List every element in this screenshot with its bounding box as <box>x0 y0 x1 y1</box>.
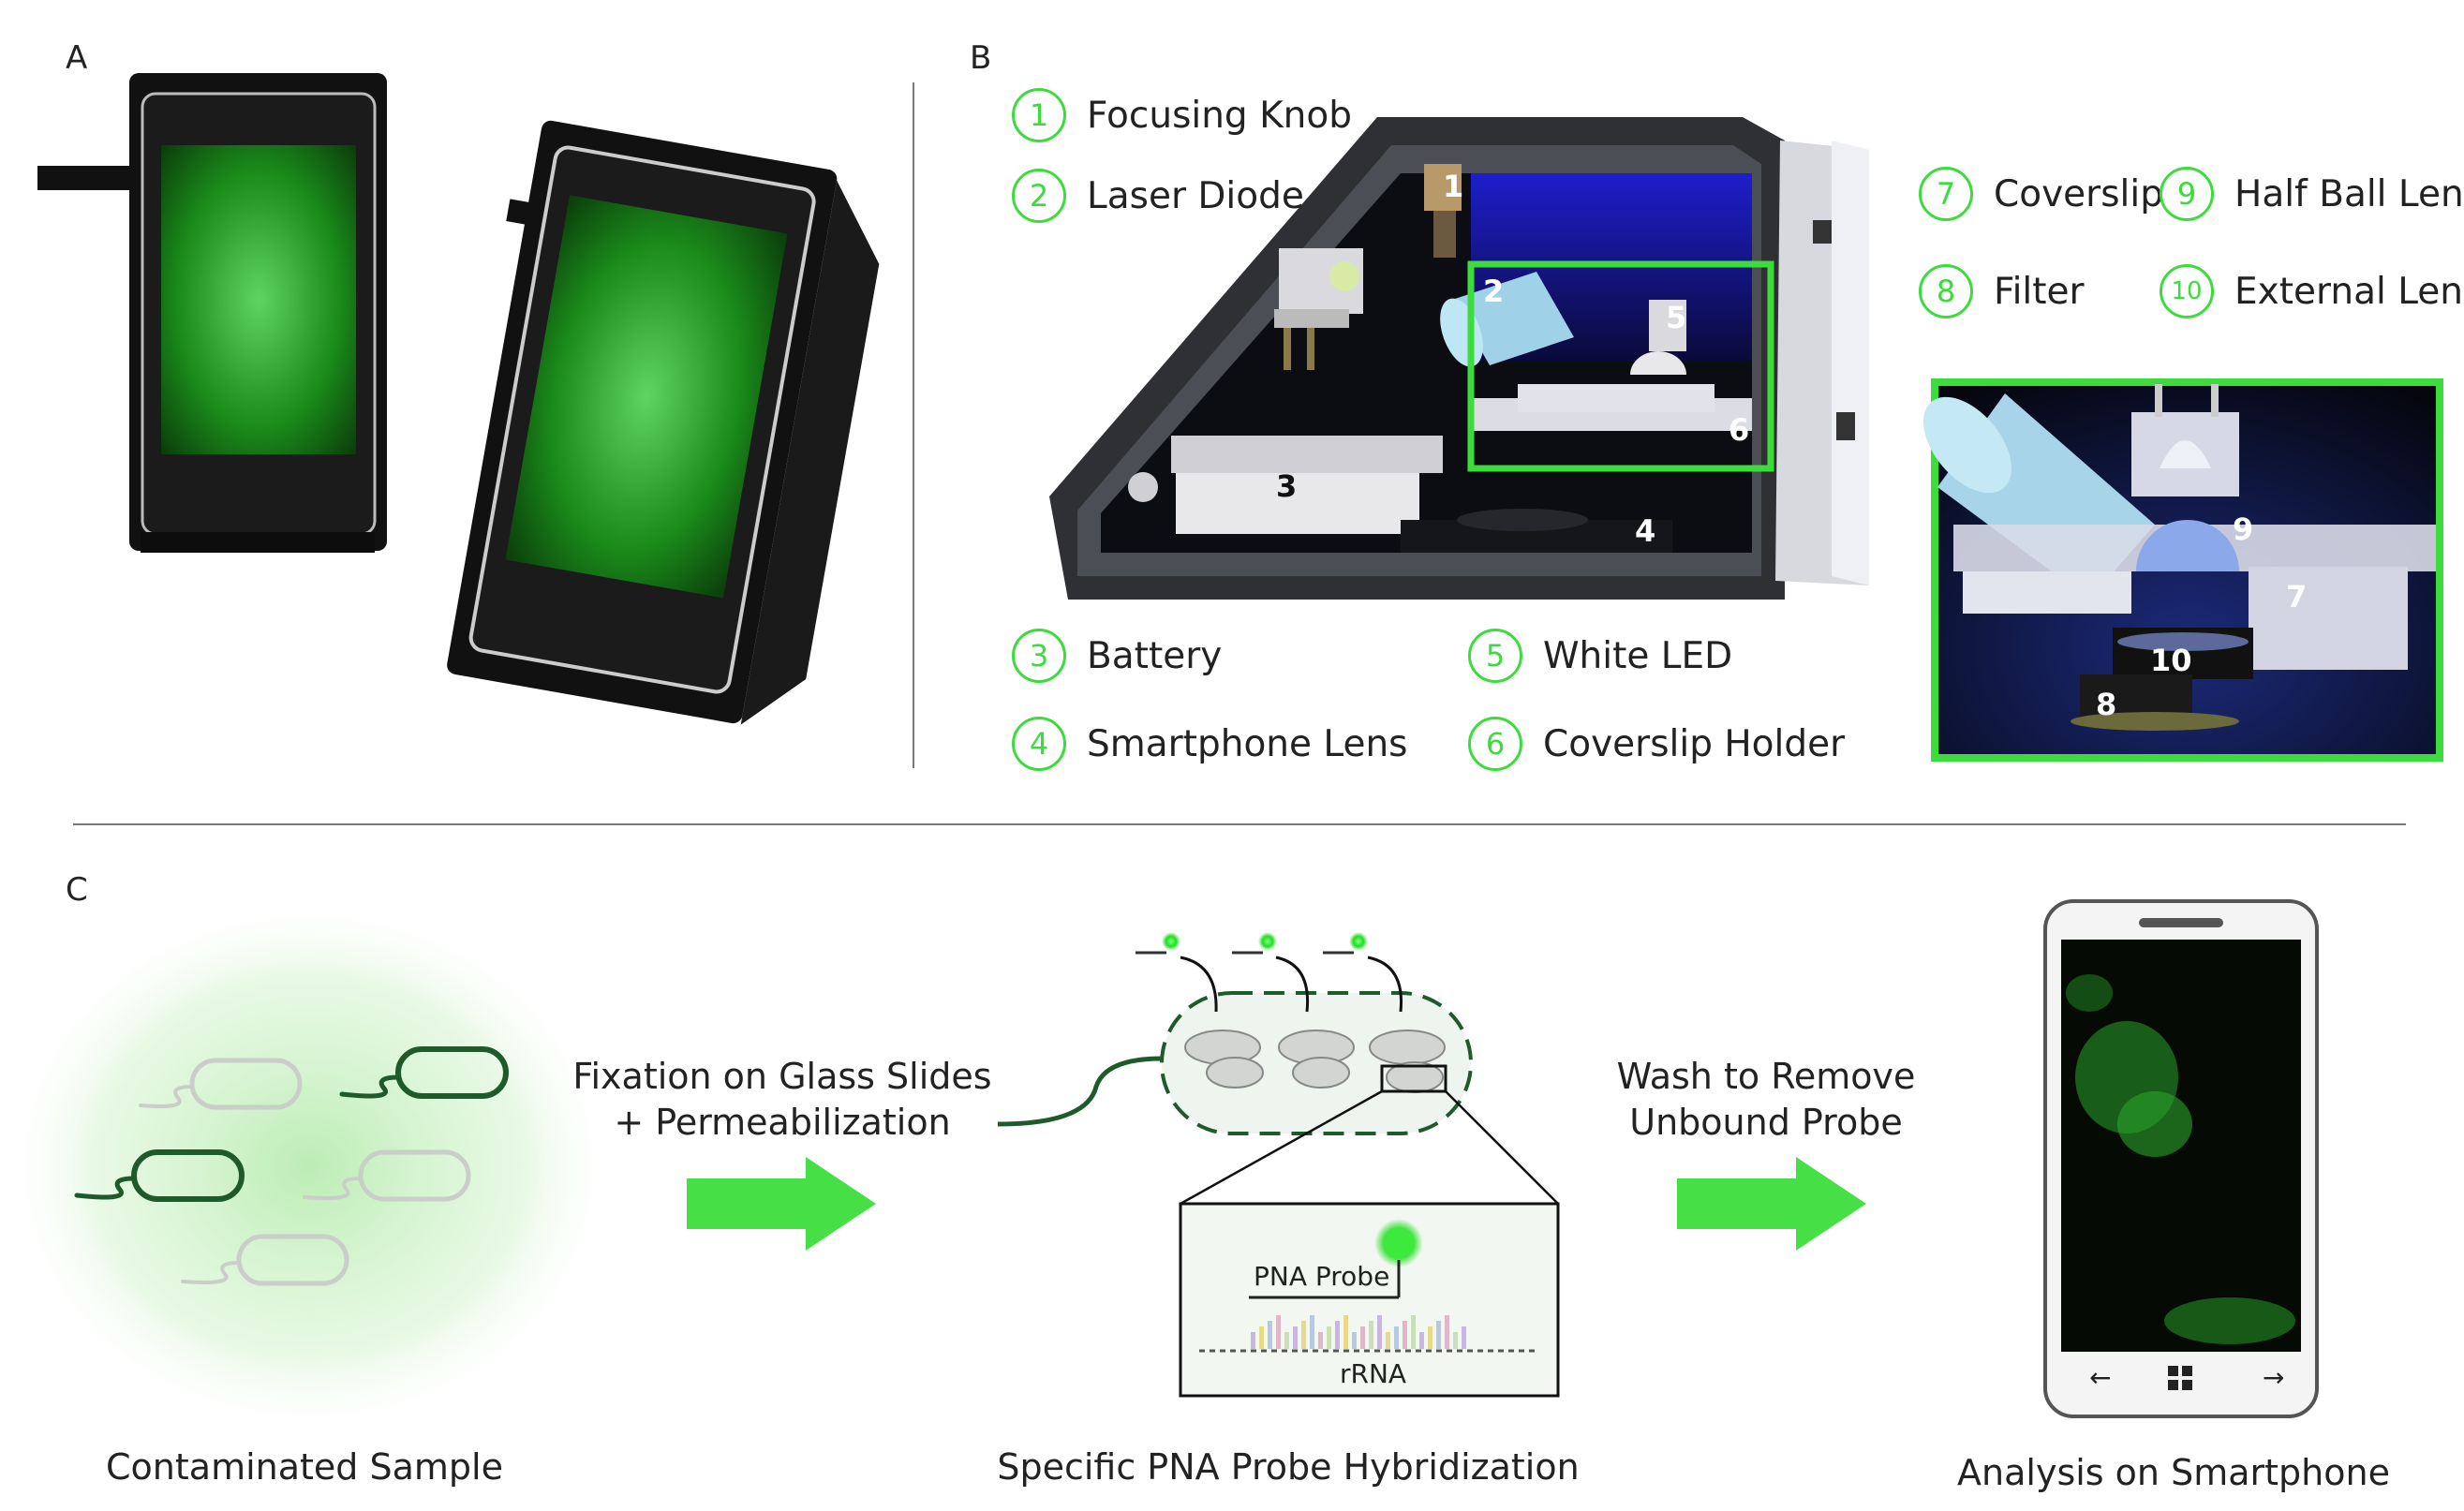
base-pair-bar <box>1343 1315 1348 1349</box>
base-pair-bar <box>1369 1321 1373 1349</box>
base-pair-bar <box>1453 1332 1458 1349</box>
base-pair-bar <box>1268 1321 1272 1349</box>
legend-item-9: 9 Half Ball Lens <box>2160 167 2464 221</box>
legend-item-1: 1 Focusing Knob <box>1012 88 1352 142</box>
legend-item-2: 2 Laser Diode <box>1012 169 1304 223</box>
inset-number-10: 10 <box>2150 643 2192 678</box>
legend-label-10: External Lens <box>2234 270 2464 313</box>
base-pair-bar <box>1403 1321 1407 1349</box>
phone-photo-right <box>447 120 880 725</box>
step-label-fixation: Fixation on Glass Slides + Permeabilizat… <box>562 1054 1002 1147</box>
hybridization-cell <box>997 991 1473 1135</box>
arrow-step-1 <box>687 1157 876 1251</box>
base-pair-bar <box>1394 1326 1399 1349</box>
base-pair-bar <box>1327 1326 1331 1349</box>
legend-label-2: Laser Diode <box>1087 174 1304 217</box>
legend-label-7: Coverslip <box>1994 172 2163 215</box>
base-pair-bar <box>1352 1332 1357 1349</box>
legend-number-7: 7 <box>1919 167 1973 221</box>
base-pair-bar <box>1284 1332 1289 1349</box>
device-number-2: 2 <box>1483 274 1505 309</box>
base-pair-bar <box>1360 1326 1365 1349</box>
base-pair-bar <box>1411 1315 1416 1349</box>
panel-label-c: C <box>66 871 88 909</box>
legend-number-1: 1 <box>1012 88 1066 142</box>
legend-item-6: 6 Coverslip Holder <box>1468 717 1845 771</box>
bacteria-cluster <box>74 1046 509 1286</box>
device-number-4: 4 <box>1635 513 1656 549</box>
step-label-wash: Wash to Remove Unbound Probe <box>1555 1054 1977 1147</box>
base-pair-bar <box>1377 1315 1382 1349</box>
device-number-3: 3 <box>1276 468 1298 504</box>
legend-label-9: Half Ball Lens <box>2234 172 2464 215</box>
device-cutaway <box>1049 117 1869 600</box>
base-pair-bar <box>1386 1332 1390 1349</box>
legend-item-8: 8 Filter <box>1919 264 2085 318</box>
step-label-hybridization: Specific PNA Probe Hybridization <box>997 1446 1580 1488</box>
base-pair-bar <box>1259 1326 1264 1349</box>
legend-label-5: White LED <box>1543 634 1733 677</box>
legend-label-6: Coverslip Holder <box>1543 722 1846 765</box>
inset-number-7: 7 <box>2286 579 2308 615</box>
legend-number-3: 3 <box>1012 629 1066 683</box>
fixation-line-1: Fixation on Glass Slides <box>572 1056 992 1097</box>
legend-label-3: Battery <box>1087 634 1223 677</box>
legend-number-4: 4 <box>1012 717 1066 771</box>
device-number-5: 5 <box>1666 300 1687 335</box>
legend-item-7: 7 Coverslip <box>1919 167 2163 221</box>
legend-number-10: 10 <box>2160 264 2214 318</box>
rrna-label: rRNA <box>1340 1358 1407 1389</box>
base-pair-bar <box>1419 1332 1424 1349</box>
device-number-1: 1 <box>1443 169 1464 204</box>
device-number-6: 6 <box>1729 412 1750 448</box>
fluorescent-probes <box>1136 932 1403 1013</box>
zoom-line-right <box>1445 1090 1559 1205</box>
sample-glow <box>0 895 618 1438</box>
base-pair-bar <box>1293 1326 1298 1349</box>
wash-line-2: Unbound Probe <box>1629 1102 1903 1144</box>
arrow-step-2 <box>1677 1157 1866 1251</box>
step-label-sample: Contaminated Sample <box>106 1446 503 1488</box>
base-pair-bar <box>1318 1332 1323 1349</box>
legend-item-5: 5 White LED <box>1468 629 1732 683</box>
base-pair-bar <box>1445 1315 1449 1349</box>
phone-photo-left <box>37 73 387 553</box>
legend-item-4: 4 Smartphone Lens <box>1012 717 1408 771</box>
legend-label-1: Focusing Knob <box>1087 94 1352 137</box>
inset-number-8: 8 <box>2096 687 2117 722</box>
back-arrow-icon: ← <box>2089 1362 2111 1393</box>
zoom-line-left <box>1180 1089 1383 1206</box>
panel-label-a: A <box>66 39 88 77</box>
forward-arrow-icon: → <box>2263 1362 2284 1393</box>
legend-number-5: 5 <box>1468 629 1522 683</box>
legend-number-6: 6 <box>1468 717 1522 771</box>
base-pair-bar <box>1436 1321 1441 1349</box>
base-pair-bar <box>1462 1326 1466 1349</box>
base-pair-bar <box>1335 1321 1340 1349</box>
legend-number-8: 8 <box>1919 264 1973 318</box>
pna-probe-label: PNA Probe <box>1254 1261 1390 1292</box>
step-label-analysis: Analysis on Smartphone <box>1957 1452 2390 1493</box>
wash-line-1: Wash to Remove <box>1616 1056 1916 1097</box>
legend-number-2: 2 <box>1012 169 1066 223</box>
legend-number-9: 9 <box>2160 167 2214 221</box>
smartphone-drawing <box>2043 899 2319 1418</box>
legend-item-10: 10 External Lens <box>2160 264 2464 318</box>
probe-zoom-box <box>1179 1202 1560 1398</box>
inset-number-9: 9 <box>2233 511 2254 547</box>
legend-item-3: 3 Battery <box>1012 629 1222 683</box>
base-pair-bar <box>1310 1315 1314 1349</box>
windows-icon <box>2168 1366 2192 1390</box>
legend-label-4: Smartphone Lens <box>1087 722 1408 765</box>
base-pair-bar <box>1251 1332 1255 1349</box>
base-pair-bar <box>1276 1315 1281 1349</box>
base-pair-bar <box>1301 1321 1306 1349</box>
optics-inset <box>1923 378 2443 762</box>
legend-label-8: Filter <box>1994 270 2085 313</box>
panel-label-b: B <box>970 39 992 77</box>
fixation-line-2: + Permeabilization <box>614 1102 951 1144</box>
base-pair-bar <box>1428 1326 1432 1349</box>
